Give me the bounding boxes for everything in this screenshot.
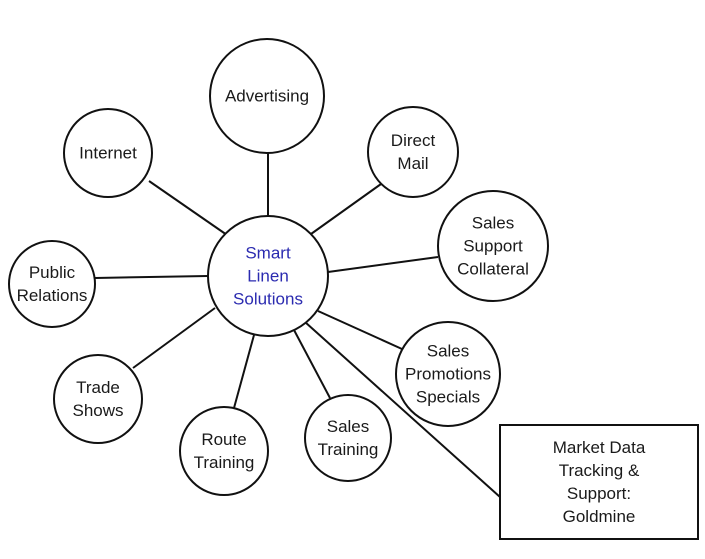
node-sales-support-collateral-label-line: Support <box>463 237 523 256</box>
node-market-data-label-line: Tracking & <box>559 461 640 480</box>
node-direct-mail-label-line: Direct <box>391 131 436 150</box>
node-internet: Internet <box>63 108 153 198</box>
node-route-training-circle <box>179 406 269 496</box>
node-sales-promotions-specials-circle <box>395 321 501 427</box>
node-public-relations-circle <box>8 240 96 328</box>
node-trade-shows-circle <box>53 354 143 444</box>
node-sales-training-label-line: Sales <box>327 417 370 436</box>
center-node-circle <box>207 215 329 337</box>
node-internet-label-line: Internet <box>79 144 137 163</box>
connector-internet <box>148 180 228 236</box>
node-market-data-label-line: Goldmine <box>563 507 636 526</box>
node-route-training-label-line: Training <box>194 453 255 472</box>
node-internet-circle <box>63 108 153 198</box>
center-node-label-line: Linen <box>247 267 289 286</box>
connector-sales-promotions-specials <box>317 310 403 350</box>
node-trade-shows-label-line: Trade <box>76 378 120 397</box>
node-direct-mail-circle <box>367 106 459 198</box>
node-advertising-circle <box>209 38 325 154</box>
node-advertising-label-line: Advertising <box>225 87 309 106</box>
node-direct-mail-label-line: Mail <box>397 154 428 173</box>
center-node-label-line: Solutions <box>233 290 303 309</box>
node-sales-promotions-specials-label-line: Sales <box>427 342 470 361</box>
node-sales-promotions-specials-label-line: Specials <box>416 388 480 407</box>
node-market-data-box <box>499 424 699 540</box>
node-sales-promotions-specials-label-line: Promotions <box>405 365 491 384</box>
node-public-relations-label-line: Relations <box>17 286 88 305</box>
connector-sales-training <box>293 329 331 399</box>
node-trade-shows-label-line: Shows <box>72 401 123 420</box>
diagram-nodes: AdvertisingDirectMailInternetSalesSuppor… <box>8 38 699 540</box>
connector-public-relations <box>94 275 209 279</box>
node-route-training-label-line: Route <box>201 430 246 449</box>
node-sales-training-circle <box>304 394 392 482</box>
node-market-data-label-line: Market Data <box>553 438 646 457</box>
node-sales-training-label-line: Training <box>318 440 379 459</box>
node-sales-support-collateral-label-line: Sales <box>472 214 515 233</box>
connector-trade-shows <box>132 307 216 369</box>
center-node-label-line: Smart <box>245 244 291 263</box>
connector-direct-mail <box>310 183 382 235</box>
connector-lines <box>94 153 501 498</box>
connector-route-training <box>233 334 255 409</box>
connector-market-data <box>304 321 501 498</box>
node-public-relations-label-line: Public <box>29 263 76 282</box>
node-advertising: Advertising <box>209 38 325 154</box>
node-sales-support-collateral-circle <box>437 190 549 302</box>
node-market-data-label-line: Support: <box>567 484 631 503</box>
node-sales-support-collateral-label-line: Collateral <box>457 260 529 279</box>
connector-sales-support-collateral <box>327 256 439 273</box>
